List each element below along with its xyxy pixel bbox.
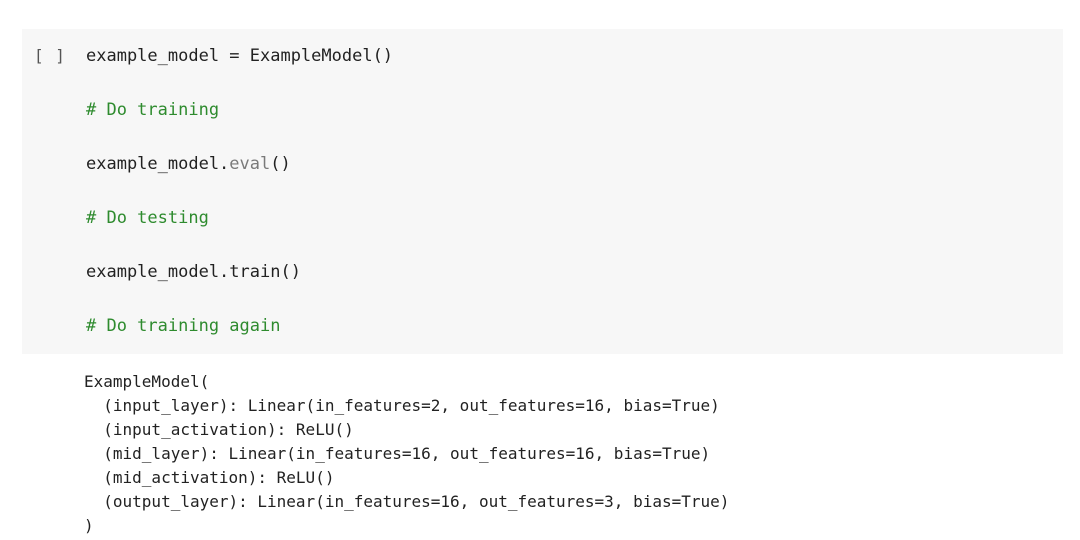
- output-line: (mid_activation): ReLU(): [84, 468, 335, 487]
- code-line-3[interactable]: example_model.eval(): [86, 154, 291, 174]
- code-text: (): [270, 154, 291, 174]
- code-cell[interactable]: [22, 29, 1063, 354]
- code-line-5[interactable]: example_model.train(): [86, 262, 301, 282]
- cell-output: ExampleModel( (input_layer): Linear(in_f…: [84, 370, 729, 538]
- run-cell-button[interactable]: [ ]: [34, 46, 66, 65]
- output-line: ExampleModel(: [84, 372, 210, 391]
- code-line-1[interactable]: example_model = ExampleModel(): [86, 46, 394, 66]
- code-comment-3[interactable]: # Do training again: [86, 316, 281, 336]
- code-comment-1[interactable]: # Do training: [86, 100, 220, 120]
- output-line: ): [84, 516, 94, 535]
- output-line: (output_layer): Linear(in_features=16, o…: [84, 492, 730, 511]
- code-text: example_model.: [86, 154, 230, 174]
- output-line: (input_activation): ReLU(): [84, 420, 354, 439]
- output-line: (input_layer): Linear(in_features=2, out…: [84, 396, 720, 415]
- output-line: (mid_layer): Linear(in_features=16, out_…: [84, 444, 711, 463]
- code-comment-2[interactable]: # Do testing: [86, 208, 209, 228]
- eval-method: eval: [229, 154, 271, 174]
